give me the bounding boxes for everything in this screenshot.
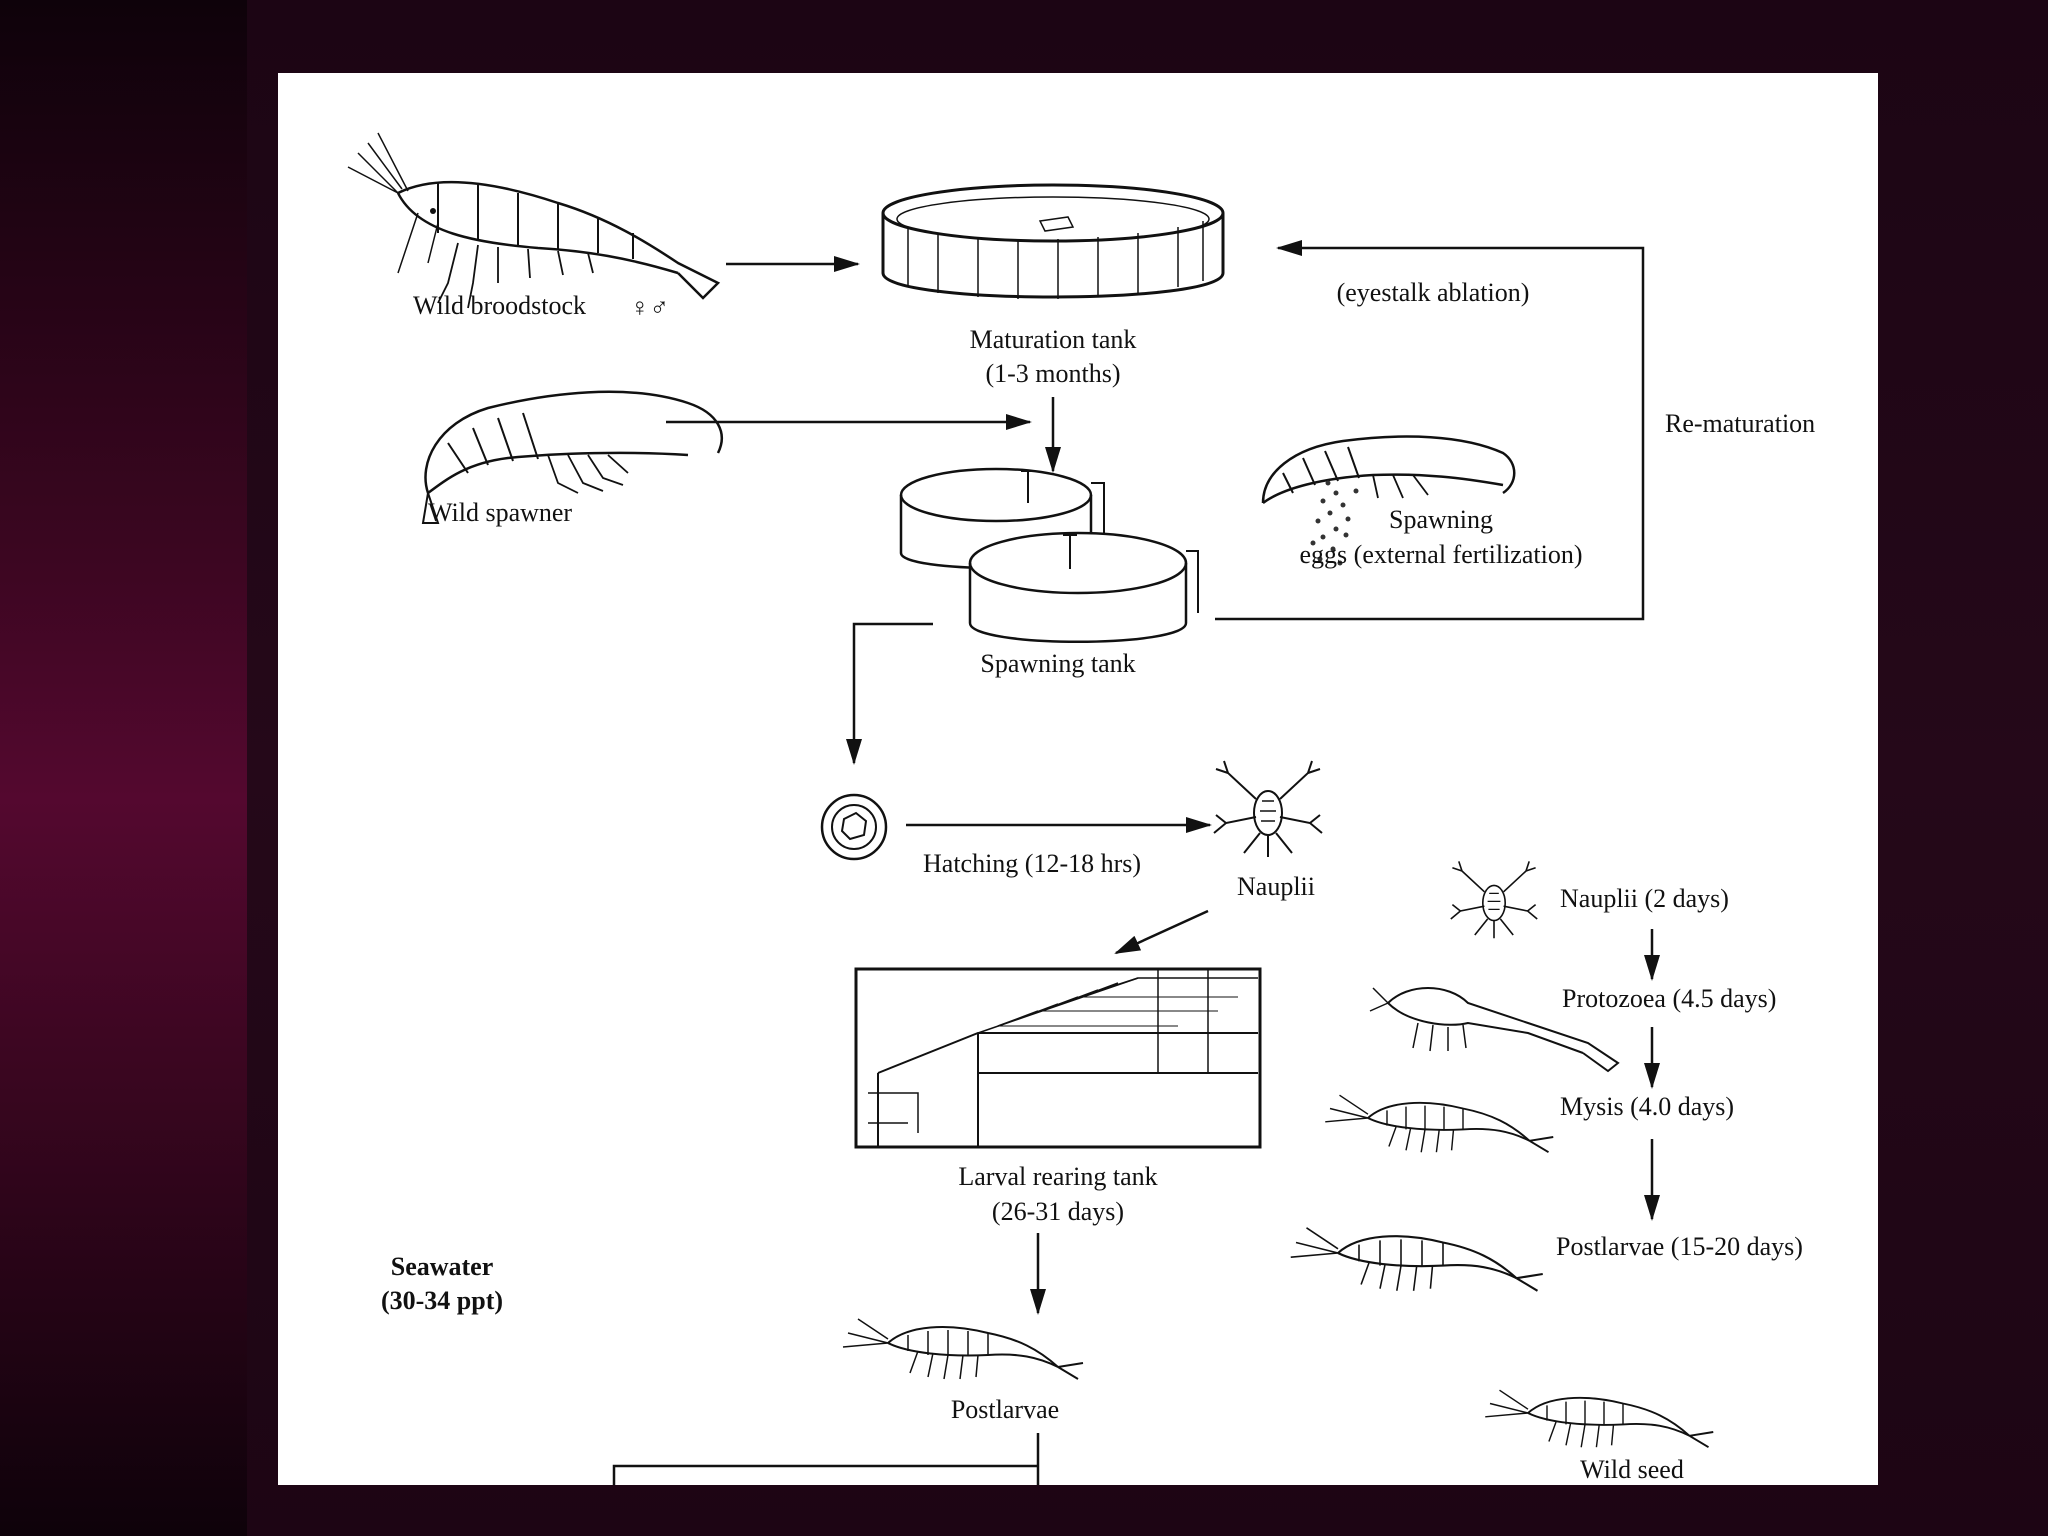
wild-broodstock-illustration <box>347 132 721 309</box>
stage-nauplius-illustration <box>1450 860 1538 940</box>
maturation-tank-illustration <box>881 183 1225 299</box>
egg-icon <box>820 793 888 861</box>
diagram-canvas: Wild broodstock ♀♂ Maturation tank (1-3 … <box>347 132 1815 1485</box>
wild-spawner-label: Wild spawner <box>428 498 572 527</box>
eyestalk-ablation-label: (eyestalk ablation) <box>1337 278 1530 307</box>
stage-postlarvae-illustration <box>1289 1226 1544 1292</box>
larval-rearing-tank-label: Larval rearing tank <box>958 1162 1157 1191</box>
wild-seed-illustration <box>1484 1389 1715 1449</box>
stage-mysis-label: Mysis (4.0 days) <box>1560 1092 1734 1121</box>
shrimp-hatchery-diagram: Wild broodstock ♀♂ Maturation tank (1-3 … <box>278 73 1878 1485</box>
stage-protozoea-label: Protozoea (4.5 days) <box>1562 984 1776 1013</box>
postlarvae-illustration <box>842 1318 1084 1380</box>
stage-postlarvae-label: Postlarvae (15-20 days) <box>1556 1232 1803 1261</box>
re-maturation-loop-line <box>1215 240 1645 621</box>
spawning-tank-label: Spawning tank <box>980 649 1135 678</box>
maturation-tank-duration: (1-3 months) <box>985 359 1120 388</box>
stage-nauplii-label: Nauplii (2 days) <box>1560 884 1729 913</box>
stage-protozoea-illustration <box>1369 987 1620 1073</box>
spawning-label: Spawning <box>1389 505 1493 534</box>
spawning-tank-illustration <box>899 467 1199 643</box>
larval-rearing-tank-duration: (26-31 days) <box>992 1197 1124 1226</box>
connector-horizontal <box>612 1464 1038 1485</box>
nauplius-illustration <box>1213 760 1323 858</box>
arrow-spawning-to-egg <box>846 622 933 765</box>
eggs-label: eggs (external fertilization) <box>1300 540 1583 569</box>
hatching-label: Hatching (12-18 hrs) <box>923 849 1141 878</box>
wild-spawner-illustration <box>421 390 723 524</box>
larval-rearing-tank-illustration <box>854 967 1262 1149</box>
postlarvae-label: Postlarvae <box>951 1395 1059 1424</box>
wild-broodstock-label: Wild broodstock <box>413 291 586 320</box>
eggs-dots <box>1310 480 1359 566</box>
re-maturation-label: Re-maturation <box>1665 409 1815 438</box>
seawater-salinity: (30-34 ppt) <box>381 1286 503 1315</box>
arrow-nauplii-to-larval <box>1114 909 1209 955</box>
seawater-label: Seawater <box>391 1252 494 1281</box>
maturation-tank-label: Maturation tank <box>970 325 1137 354</box>
spawning-shrimp-illustration <box>1261 435 1516 505</box>
sex-symbols-label: ♀♂ <box>630 293 669 322</box>
nauplii-label: Nauplii <box>1237 872 1315 901</box>
stage-mysis-illustration <box>1324 1094 1555 1154</box>
left-gradient-strip <box>0 0 247 1536</box>
wild-seed-label: Wild seed <box>1580 1455 1684 1484</box>
